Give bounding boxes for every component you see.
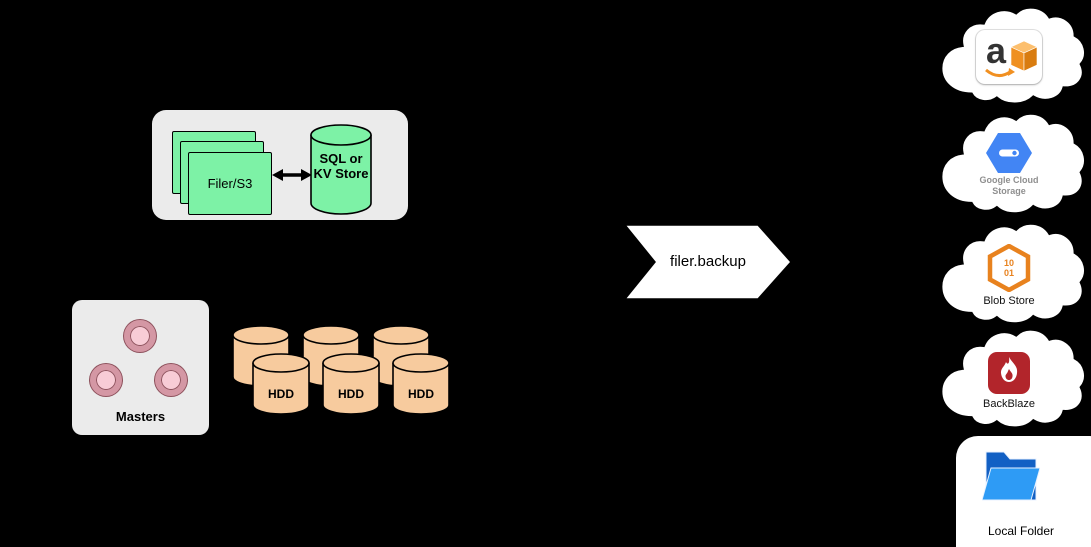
hdd-cylinder: HDD (252, 353, 310, 415)
aws-cube-icon (1011, 41, 1037, 71)
master-node-icon (90, 364, 122, 396)
filer-card-front: Filer/S3 (188, 152, 272, 215)
filer-backup-arrow: filer.backup (622, 222, 794, 302)
amazon-a-letter: a (986, 30, 1007, 71)
local-folder-icon (982, 451, 1040, 501)
double-arrow-icon (272, 169, 312, 181)
gcs-label-line1: Google Cloud (979, 175, 1039, 186)
master-node-icon (155, 364, 187, 396)
hdd-label: HDD (408, 387, 434, 401)
amazon-smile-icon (985, 68, 1015, 77)
cloud-backblaze: BackBlaze (933, 328, 1085, 432)
gcs-hexagon-icon (986, 133, 1032, 174)
masters-box: Masters (72, 300, 209, 435)
cloud-blob-store: 10 01 Blob Store (933, 222, 1085, 328)
aws-icon: a (976, 30, 1042, 84)
filer-group-box: Filer/S3 SQL or KV Store (152, 110, 408, 220)
blob-store-icon: 10 01 (987, 243, 1031, 292)
blob-digits-bottom: 01 (1004, 268, 1014, 278)
cloud-amazon-s3: a (933, 6, 1085, 108)
backblaze-flame-icon (988, 351, 1030, 394)
local-folder-label: Local Folder (987, 524, 1055, 538)
sql-kv-store-label: SQL or KV Store (313, 151, 369, 181)
local-folder-panel: Local Folder (956, 436, 1091, 547)
cloud-google-cloud-storage: Google Cloud Storage (933, 112, 1085, 218)
blob-store-label: Blob Store (983, 294, 1035, 307)
filer-label: Filer/S3 (207, 176, 253, 191)
masters-label: Masters (115, 409, 166, 424)
hdd-cylinder: HDD (392, 353, 450, 415)
hdd-label: HDD (268, 387, 294, 401)
master-node-icon (124, 320, 156, 352)
arrow-banner-icon (623, 224, 793, 300)
hdd-cylinder: HDD (322, 353, 380, 415)
blob-digits-top: 10 (1004, 258, 1014, 268)
hdd-label: HDD (338, 387, 364, 401)
backblaze-label: BackBlaze (983, 397, 1035, 410)
gcs-label-line2: Storage (992, 186, 1026, 196)
sql-kv-cylinder-icon (310, 124, 372, 215)
filer-backup-label: filer.backup (670, 253, 746, 270)
